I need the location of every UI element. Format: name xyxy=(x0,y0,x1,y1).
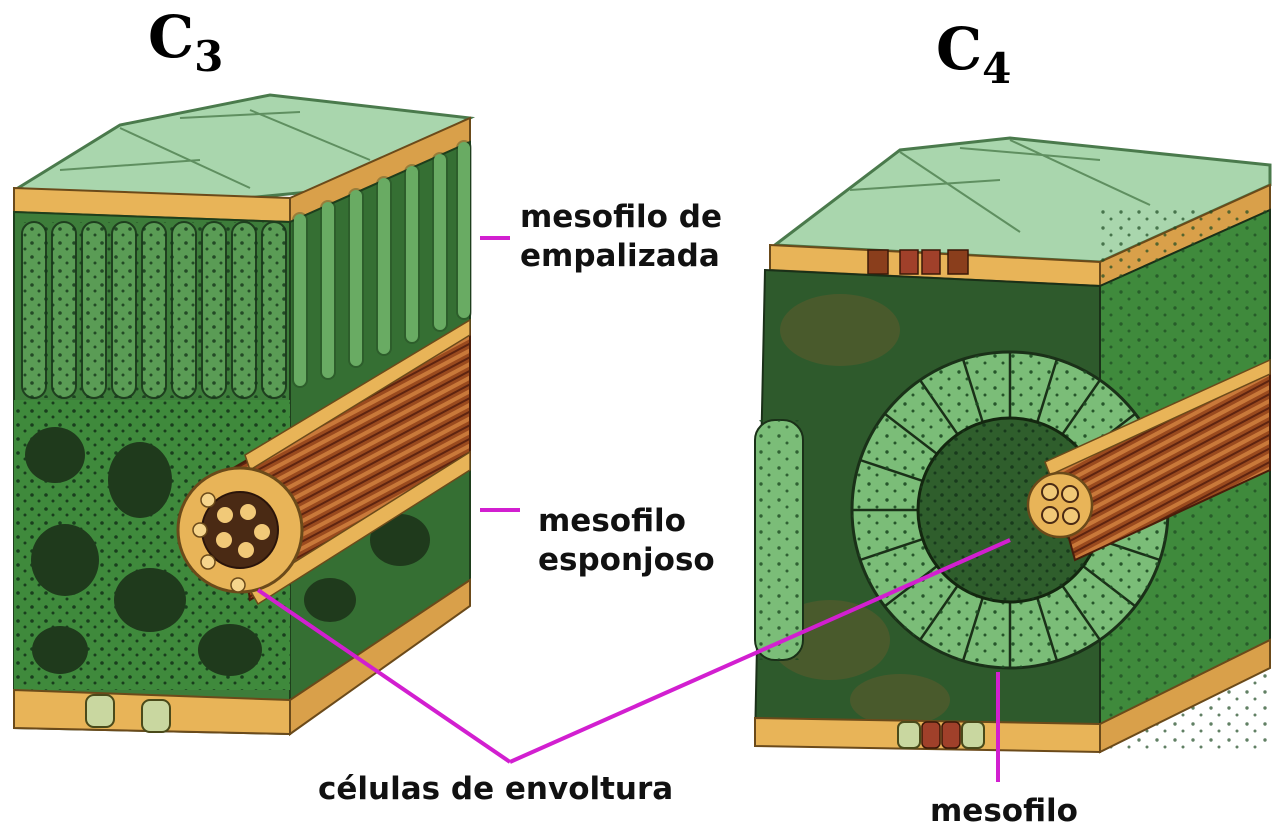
spongy-label-line2: esponjoso xyxy=(538,541,715,580)
c4-title-main: C xyxy=(936,15,982,83)
c4-title: C4 xyxy=(936,20,1011,90)
c3-title-main: C xyxy=(148,3,194,71)
c4-title-sub: 4 xyxy=(982,44,1011,93)
spongy-mesophyll-label: mesofilo esponjoso xyxy=(538,502,715,580)
spongy-label-line1: mesofilo xyxy=(538,502,715,541)
palisade-label-line1: mesofilo de xyxy=(520,198,722,237)
c4-leaf-block xyxy=(755,138,1270,752)
c4-left-mesophyll xyxy=(755,420,803,660)
bundle-sheath-label: células de envoltura xyxy=(318,770,673,809)
mesophyll-label: mesofilo xyxy=(930,792,1078,831)
c3-title-sub: 3 xyxy=(194,32,223,81)
palisade-mesophyll-label: mesofilo de empalizada xyxy=(520,198,722,276)
c3-title: C3 xyxy=(148,8,223,78)
c3-leaf-block xyxy=(14,95,470,734)
palisade-label-line2: empalizada xyxy=(520,237,722,276)
